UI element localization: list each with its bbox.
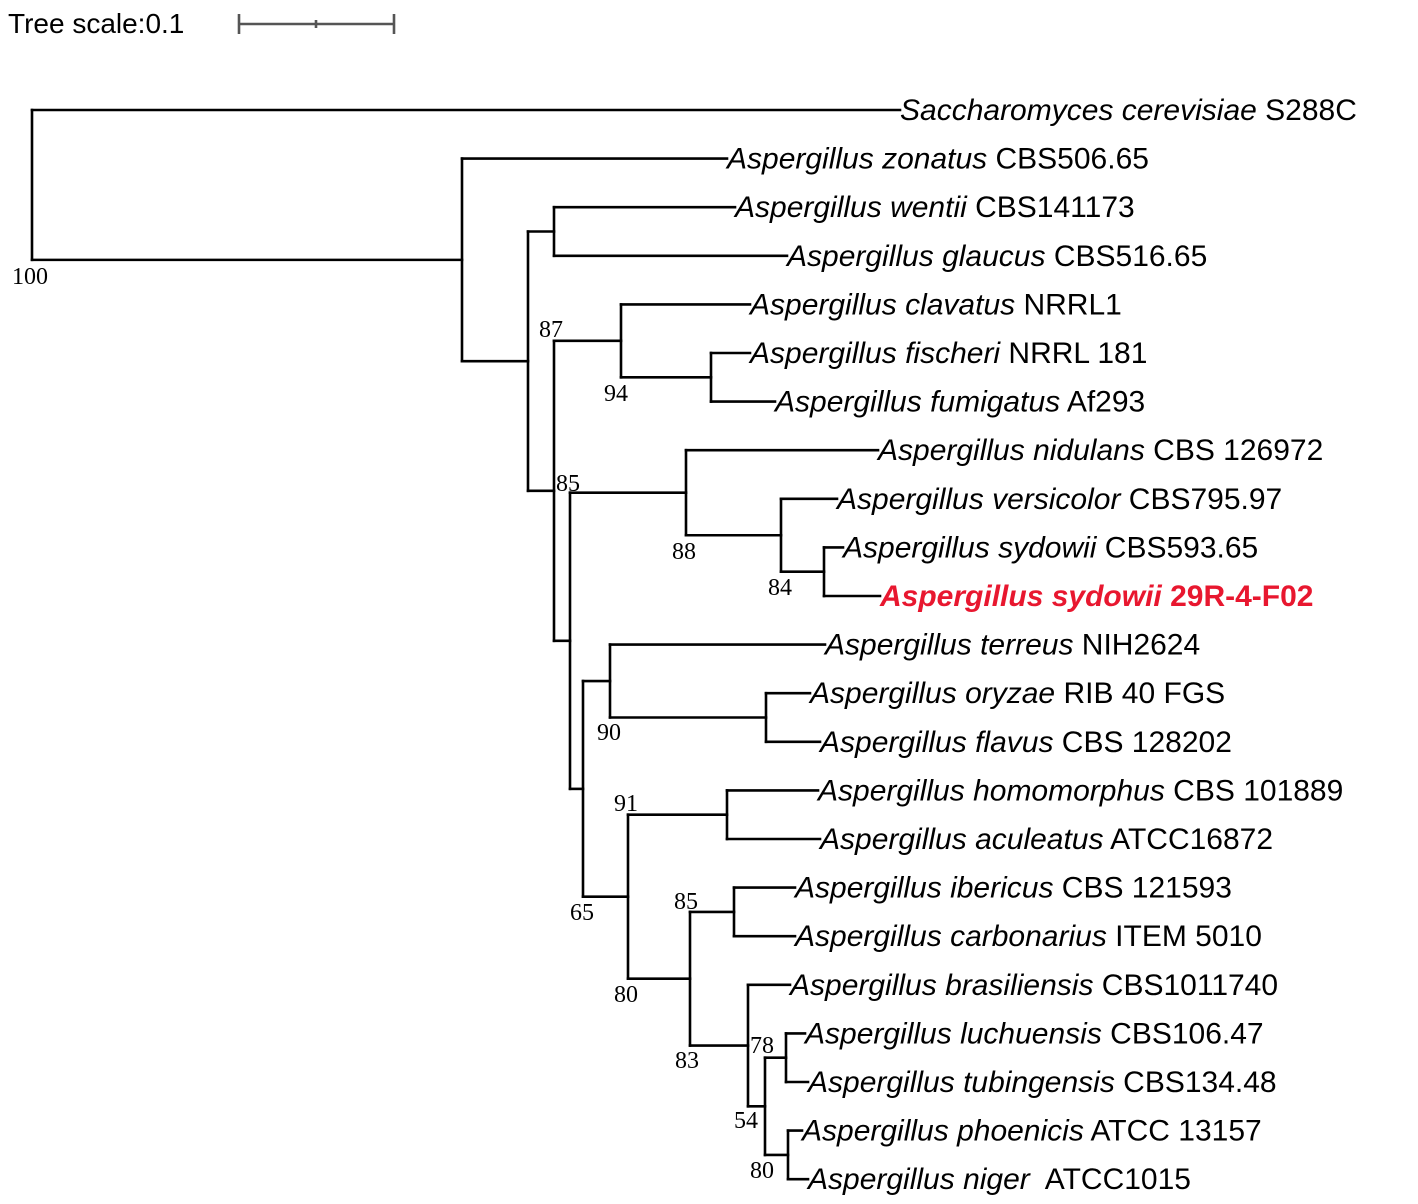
leaf-strain: 29R-4-F02 (1162, 580, 1314, 613)
leaf-strain: CBS506.65 (987, 143, 1149, 176)
bootstrap-value: 80 (614, 982, 638, 1008)
tree-scale-label: Tree scale:0.1 (8, 8, 184, 39)
leaf-label: Aspergillus glaucus CBS516.65 (785, 240, 1207, 273)
leaf-label: Aspergillus brasiliensis CBS1011740 (788, 969, 1278, 1002)
support-values: 100 87 94 85 88 84 90 91 65 85 80 83 78 54 80 (12, 264, 792, 1184)
leaf-label: Saccharomyces cerevisiae S288C (900, 94, 1357, 127)
leaf-species: Aspergillus glaucus (785, 240, 1045, 273)
leaf-labels: Saccharomyces cerevisiae S288C Aspergillu… (725, 94, 1357, 1196)
leaf-species: Aspergillus nidulans (876, 434, 1145, 467)
leaf-species: Aspergillus terreus (823, 629, 1073, 662)
leaf-species: Aspergillus fischeri (748, 337, 1001, 370)
bootstrap-value: 94 (604, 381, 628, 407)
leaf-species: Aspergillus flavus (818, 726, 1053, 759)
bootstrap-value: 83 (675, 1048, 699, 1074)
leaf-strain: NIH2624 (1073, 629, 1200, 662)
leaf-strain: CBS593.65 (1096, 531, 1258, 564)
leaf-strain: CBS 128202 (1053, 726, 1231, 759)
leaf-label: Aspergillus niger ATCC1015 (806, 1163, 1191, 1196)
leaf-label: Aspergillus clavatus NRRL1 (748, 288, 1122, 321)
leaf-label: Aspergillus wentii CBS141173 (733, 191, 1135, 224)
leaf-label: Aspergillus sydowii CBS593.65 (841, 531, 1258, 564)
leaf-species: Aspergillus wentii (733, 191, 968, 224)
leaf-species: Aspergillus sydowii (841, 531, 1098, 564)
leaf-label: Aspergillus terreus NIH2624 (823, 629, 1200, 662)
leaf-strain: ITEM 5010 (1107, 920, 1262, 953)
leaf-species: Aspergillus carbonarius (793, 920, 1107, 953)
leaf-label: Aspergillus fischeri NRRL 181 (748, 337, 1147, 370)
bootstrap-value: 90 (597, 720, 621, 746)
bootstrap-value: 88 (672, 539, 696, 565)
leaf-strain: CBS795.97 (1120, 483, 1282, 516)
bootstrap-value: 84 (768, 575, 792, 601)
leaf-strain: CBS1011740 (1093, 969, 1278, 1002)
leaf-label: Aspergillus tubingensis CBS134.48 (806, 1066, 1277, 1099)
leaf-label: Aspergillus homomorphus CBS 101889 (816, 774, 1343, 807)
leaf-species: Aspergillus aculeatus (818, 823, 1104, 856)
bootstrap-value: 87 (539, 317, 563, 343)
leaf-label: Aspergillus sydowii 29R-4-F02 (879, 580, 1313, 613)
leaf-strain: ATCC1015 (1030, 1163, 1191, 1196)
bootstrap-value: 91 (614, 791, 638, 817)
bootstrap-value: 100 (12, 264, 48, 290)
leaf-strain: NRRL 181 (1000, 337, 1147, 370)
leaf-strain: CBS516.65 (1045, 240, 1207, 273)
leaf-species: Aspergillus tubingensis (806, 1066, 1115, 1099)
bootstrap-value: 65 (570, 900, 594, 926)
leaf-label: Aspergillus aculeatus ATCC16872 (818, 823, 1273, 856)
leaf-species: Aspergillus brasiliensis (788, 969, 1093, 1002)
leaf-strain: CBS106.47 (1102, 1017, 1264, 1050)
leaf-strain: RIB 40 FGS (1055, 677, 1225, 710)
leaf-species: Aspergillus oryzae (808, 677, 1055, 710)
leaf-strain: Af293 (1060, 386, 1145, 419)
leaf-strain: CBS 101889 (1165, 774, 1343, 807)
leaf-label: Aspergillus oryzae RIB 40 FGS (808, 677, 1225, 710)
leaf-label: Aspergillus fumigatus Af293 (773, 386, 1145, 419)
leaf-species: Aspergillus zonatus (725, 143, 987, 176)
leaf-label: Aspergillus carbonarius ITEM 5010 (793, 920, 1262, 953)
leaf-species: Aspergillus clavatus (748, 288, 1015, 321)
leaf-species: Aspergillus niger (806, 1163, 1031, 1196)
leaf-label: Aspergillus zonatus CBS506.65 (725, 143, 1149, 176)
bootstrap-value: 54 (734, 1108, 758, 1134)
leaf-label: Aspergillus nidulans CBS 126972 (876, 434, 1323, 467)
leaf-species: Aspergillus homomorphus (816, 774, 1165, 807)
bootstrap-value: 78 (750, 1033, 774, 1059)
leaf-species: Aspergillus sydowii (879, 580, 1162, 613)
leaf-species: Aspergillus luchuensis (803, 1017, 1102, 1050)
leaf-strain: NRRL1 (1015, 288, 1122, 321)
leaf-label: Aspergillus ibericus CBS 121593 (793, 872, 1232, 905)
leaf-species: Aspergillus phoenicis (800, 1115, 1084, 1148)
bootstrap-value: 80 (750, 1158, 774, 1184)
leaf-label: Aspergillus phoenicis ATCC 13157 (800, 1115, 1262, 1148)
leaf-strain: CBS 121593 (1053, 872, 1231, 905)
bootstrap-value: 85 (674, 889, 698, 915)
leaf-species: Aspergillus fumigatus (773, 386, 1060, 419)
leaf-species: Saccharomyces cerevisiae (900, 94, 1257, 127)
leaf-strain: ATCC16872 (1104, 823, 1274, 856)
leaf-strain: CBS 126972 (1145, 434, 1323, 467)
leaf-label: Aspergillus luchuensis CBS106.47 (803, 1017, 1264, 1050)
leaf-strain: ATCC 13157 (1084, 1115, 1262, 1148)
leaf-species: Aspergillus versicolor (835, 483, 1121, 516)
leaf-strain: CBS141173 (967, 191, 1135, 224)
leaf-label: Aspergillus versicolor CBS795.97 (835, 483, 1282, 516)
leaf-strain: S288C (1257, 94, 1357, 127)
leaf-strain: CBS134.48 (1115, 1066, 1277, 1099)
tree-scale-bar (237, 14, 396, 34)
leaf-label: Aspergillus flavus CBS 128202 (818, 726, 1232, 759)
bootstrap-value: 85 (556, 471, 580, 497)
tree-branches (30, 108, 902, 1181)
leaf-species: Aspergillus ibericus (793, 872, 1053, 905)
